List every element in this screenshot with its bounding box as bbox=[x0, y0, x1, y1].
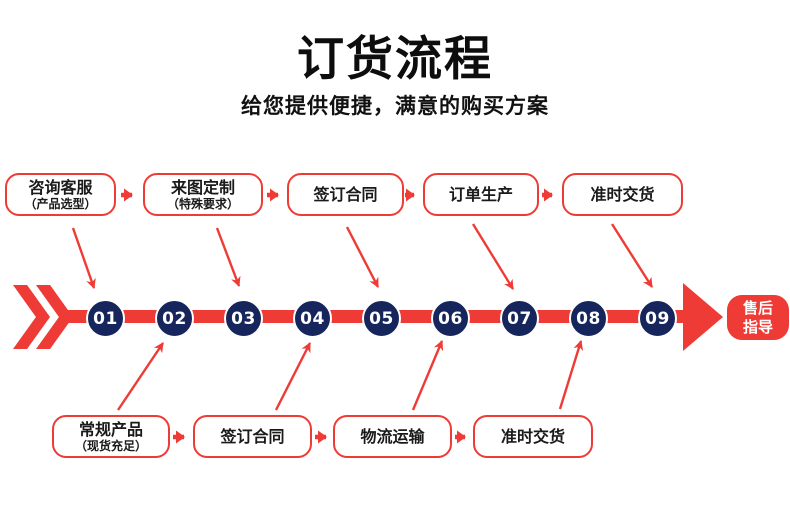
step-circle-06: 06 bbox=[431, 299, 470, 338]
process-box-consult-service: 咨询客服 （产品选型） bbox=[5, 173, 116, 216]
step-number: 01 bbox=[93, 308, 118, 329]
step-number: 04 bbox=[300, 308, 325, 329]
process-box-ontime-delivery-bottom: 准时交货 bbox=[473, 415, 593, 458]
process-box-label: 准时交货 bbox=[590, 184, 655, 204]
page-subtitle: 给您提供便捷，满意的购买方案 bbox=[241, 94, 549, 118]
connector-arrow bbox=[274, 342, 312, 411]
process-box-sublabel: （特殊要求） bbox=[166, 196, 239, 211]
connector-arrow bbox=[71, 227, 96, 289]
connector-arrow bbox=[471, 223, 515, 290]
connector-arrow bbox=[345, 226, 380, 288]
process-box-custom-drawing: 来图定制 （特殊要求） bbox=[143, 173, 263, 216]
connector-arrow bbox=[558, 340, 584, 410]
step-circle-02: 02 bbox=[155, 299, 194, 338]
process-box-label: 订单生产 bbox=[448, 184, 513, 204]
step-number: 02 bbox=[162, 308, 187, 329]
step-number: 06 bbox=[438, 308, 463, 329]
step-number: 08 bbox=[576, 308, 601, 329]
process-box-sublabel: （现货充足） bbox=[74, 438, 147, 453]
process-box-label: 咨询客服 bbox=[28, 177, 93, 197]
process-box-label: 来图定制 bbox=[170, 177, 235, 197]
after-sales-label-line1: 售后 bbox=[742, 298, 773, 317]
step-circle-03: 03 bbox=[224, 299, 263, 338]
step-circle-07: 07 bbox=[500, 299, 539, 338]
step-circle-08: 08 bbox=[569, 299, 608, 338]
process-box-label: 准时交货 bbox=[500, 426, 565, 446]
connector-arrow bbox=[215, 227, 241, 287]
process-box-order-production: 订单生产 bbox=[423, 173, 539, 216]
process-box-logistics: 物流运输 bbox=[333, 415, 452, 458]
connector-arrow bbox=[610, 223, 654, 288]
page-title: 订货流程 bbox=[297, 32, 493, 87]
process-box-regular-products: 常规产品 （现货充足） bbox=[52, 415, 170, 458]
process-box-sublabel: （产品选型） bbox=[24, 196, 97, 211]
step-number: 03 bbox=[231, 308, 256, 329]
process-box-label: 签订合同 bbox=[220, 426, 285, 446]
step-number: 05 bbox=[369, 308, 394, 329]
arrowhead-icon bbox=[683, 283, 723, 351]
step-circle-09: 09 bbox=[638, 299, 677, 338]
connector-arrow bbox=[411, 340, 444, 411]
process-box-ontime-delivery-top: 准时交货 bbox=[562, 173, 683, 216]
step-circle-05: 05 bbox=[362, 299, 401, 338]
connector-arrow bbox=[117, 342, 164, 411]
step-circle-01: 01 bbox=[86, 299, 125, 338]
after-sales-label-line2: 指导 bbox=[742, 317, 773, 336]
after-sales-badge: 售后 指导 bbox=[727, 295, 789, 340]
process-box-label: 物流运输 bbox=[360, 426, 425, 446]
process-box-label: 常规产品 bbox=[78, 419, 143, 439]
step-circle-04: 04 bbox=[293, 299, 332, 338]
process-box-label: 签订合同 bbox=[313, 184, 378, 204]
step-number: 07 bbox=[507, 308, 532, 329]
process-box-sign-contract-top: 签订合同 bbox=[287, 173, 404, 216]
process-box-sign-contract-bottom: 签订合同 bbox=[193, 415, 312, 458]
step-number: 09 bbox=[645, 308, 670, 329]
